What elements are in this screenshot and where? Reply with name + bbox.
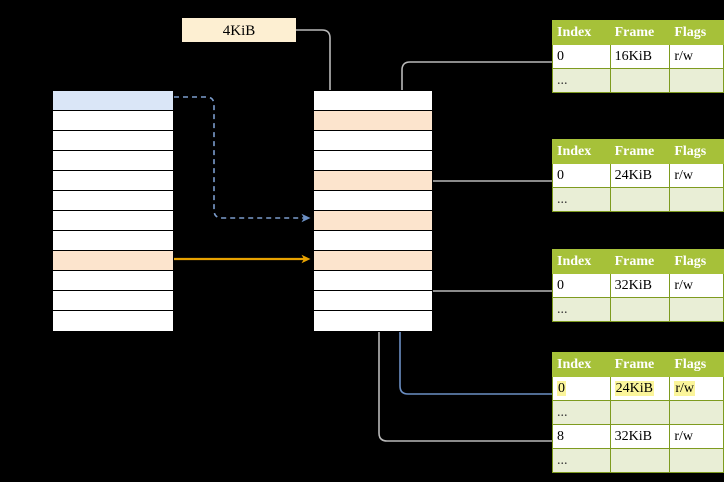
cell-index: 0 [552,376,611,401]
cell-frame: 16KiB [609,44,671,69]
middle-column-cell-2 [314,131,432,151]
left-column-cell-7 [53,231,173,251]
column-header-frame: Frame [609,352,671,377]
table-row: ... [552,187,724,212]
middle-column-cell-10 [314,291,432,311]
empty-cell [669,187,724,212]
middle-column-cell-3 [314,151,432,171]
cell-flags: r/w [669,424,724,449]
empty-cell [609,400,671,425]
cell-index: 8 [552,424,611,449]
middle-column-cell-11 [314,311,432,331]
highlighted-value: r/w [674,380,695,396]
ellipsis-cell: ... [552,187,611,212]
empty-cell [669,448,724,473]
column-header-flags: Flags [669,139,724,164]
middle-column-cell-5 [314,191,432,211]
ellipsis-cell: ... [552,448,611,473]
column-header-flags: Flags [669,249,724,274]
physical-memory-column [313,90,433,332]
column-header-index: Index [552,139,611,164]
ellipsis-cell: ... [552,400,611,425]
middle-column-cell-0 [314,91,432,111]
middle-column-cell-6 [314,211,432,231]
empty-cell [609,297,671,322]
middle-column-cell-9 [314,271,432,291]
empty-cell [669,297,724,322]
cell-index: 0 [552,273,611,298]
column-header-index: Index [552,249,611,274]
column-header-frame: Frame [609,249,671,274]
column-header-index: Index [552,352,611,377]
cell-flags: r/w [669,376,724,401]
middle-column-cell-8 [314,251,432,271]
ellipsis-cell: ... [552,297,611,322]
cell-frame: 32KiB [609,424,671,449]
wire-table3-to-frame [416,264,552,292]
cell-frame: 24KiB [609,163,671,188]
middle-column-cell-4 [314,171,432,191]
left-column-cell-3 [53,151,173,171]
table-row: ... [552,400,724,425]
left-column-cell-0 [53,91,173,111]
left-column-cell-6 [53,211,173,231]
left-column-cell-11 [53,311,173,331]
column-header-frame: Frame [609,139,671,164]
empty-cell [669,68,724,93]
empty-cell [609,68,671,93]
left-column-cell-4 [53,171,173,191]
left-column-cell-5 [53,191,173,211]
cell-frame: 32KiB [609,273,671,298]
left-column-cell-9 [53,271,173,291]
cell-index: 0 [552,44,611,69]
left-column-cell-2 [53,131,173,151]
column-header-frame: Frame [609,20,671,45]
empty-cell [609,187,671,212]
column-header-index: Index [552,20,611,45]
highlighted-value: 24KiB [614,380,654,396]
table-row: 0 24KiB r/w [552,376,724,401]
middle-column-cell-1 [314,111,432,131]
empty-cell [669,400,724,425]
table-row: ... [552,297,724,322]
empty-cell [609,448,671,473]
column-header-flags: Flags [669,20,724,45]
table-row: ... [552,68,724,93]
column-header-flags: Flags [669,352,724,377]
table-row: ... [552,448,724,473]
cell-index: 0 [552,163,611,188]
page-size-label: 4KiB [182,18,296,42]
cell-flags: r/w [669,44,724,69]
cell-frame: 24KiB [609,376,671,401]
ellipsis-cell: ... [552,68,611,93]
wire-table2-to-frame [416,180,552,218]
highlighted-value: 0 [557,380,566,396]
middle-column-cell-7 [314,231,432,251]
left-column-cell-8 [53,251,173,271]
wire-virtual-page0-to-frame [174,96,311,223]
cell-flags: r/w [669,273,724,298]
left-column-cell-1 [53,111,173,131]
cell-flags: r/w [669,163,724,188]
left-column-cell-10 [53,291,173,311]
virtual-address-space-column [52,90,174,332]
